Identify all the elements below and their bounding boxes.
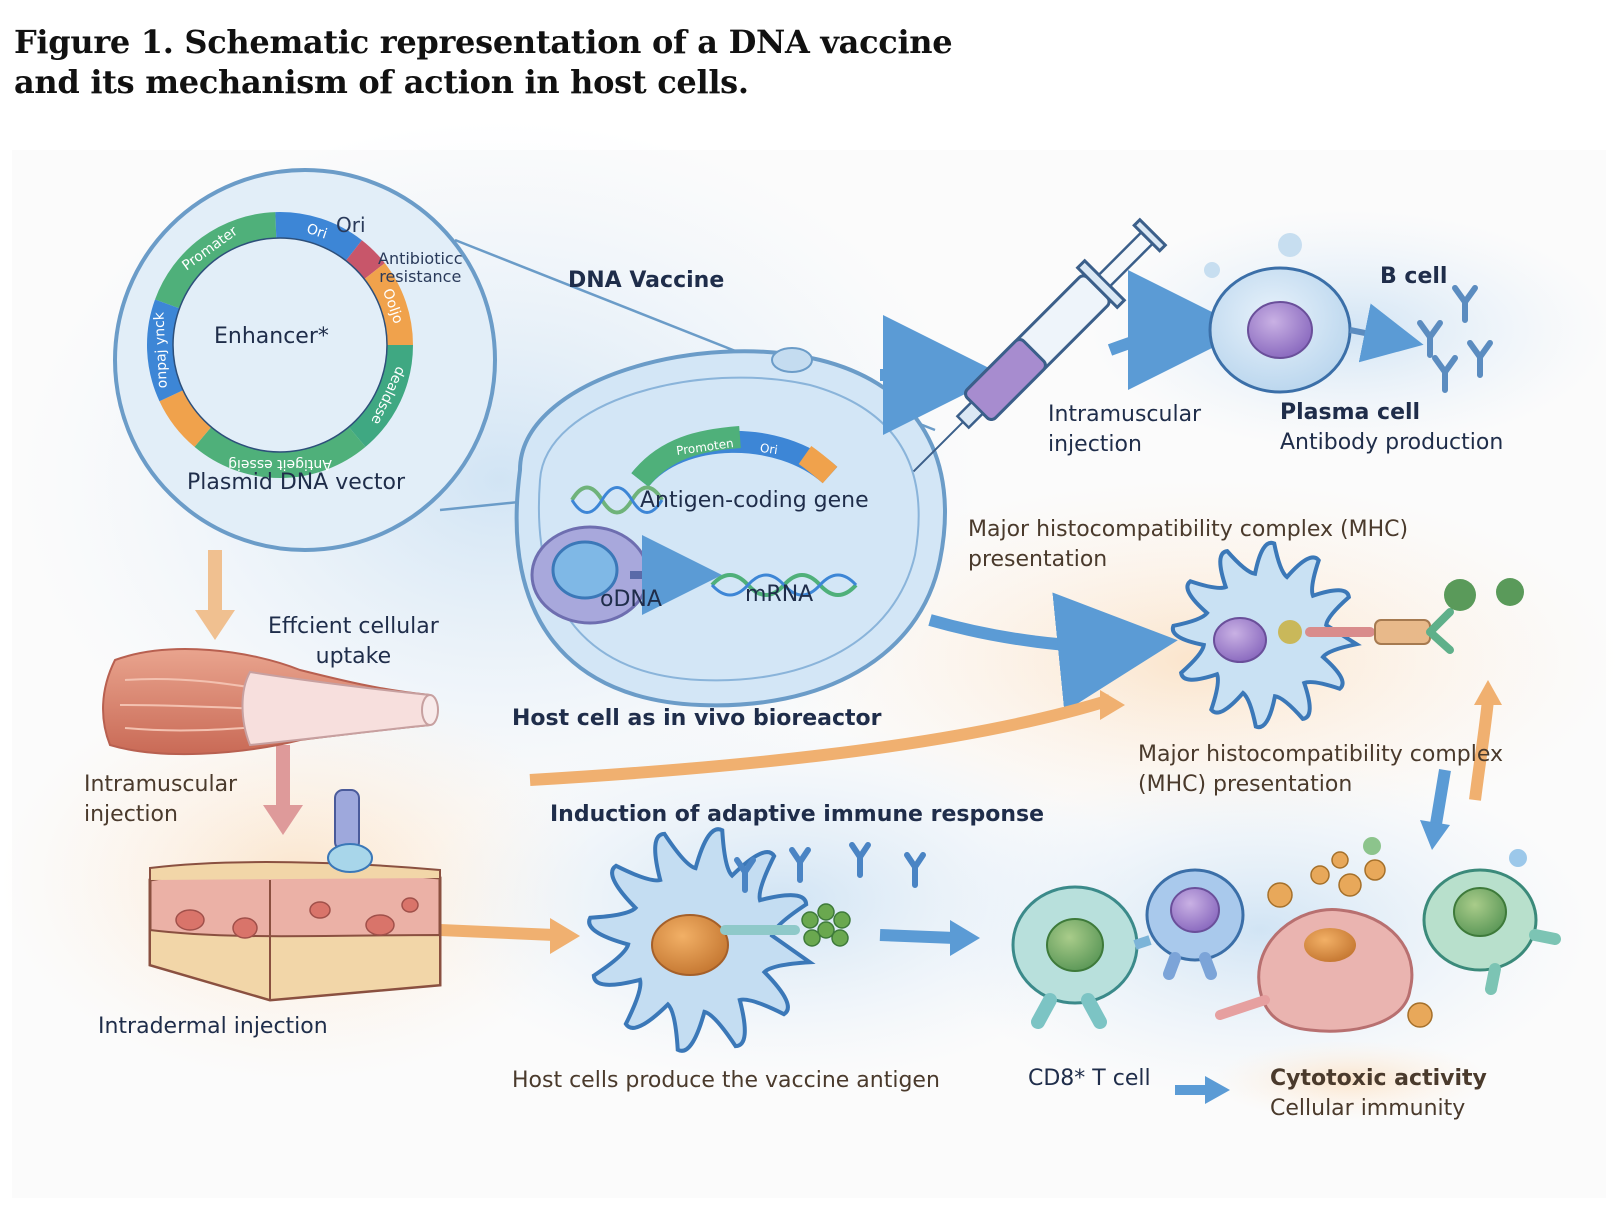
flow-arrows: [195, 270, 1502, 1104]
syringe-line-2: injection: [1048, 432, 1142, 457]
left-im-line-2: injection: [84, 802, 178, 827]
plasmid-segment: [348, 344, 413, 447]
caption-line-2: and its mechanism of action in host cell…: [14, 63, 749, 101]
plasmid-inner-outline: [172, 237, 388, 453]
syringe-line-1: Intramuscular: [1048, 402, 1202, 427]
antigen-production-label: Host cells produce the vaccine antigen: [512, 1068, 940, 1093]
cytotoxic-outcome-label: Cytotoxic activity Cellular immunity: [1270, 1064, 1487, 1124]
mhc-bottom-line-1: Major histocompatibility complex: [1138, 742, 1504, 767]
plasmid-segment-label: Ori: [304, 221, 329, 243]
plasma-line-2: Antibody production: [1280, 430, 1504, 455]
plasmid-segment-label: Antigeit esseig: [228, 456, 332, 472]
plasmid-segment: [345, 240, 385, 280]
uptake-line-2: uptake: [315, 644, 392, 669]
plasma-line-1: Plasma cell: [1280, 400, 1421, 425]
plasmid-center-label: Enhancer*: [214, 324, 329, 349]
mrna-label: mRNA: [745, 582, 814, 607]
adaptive-response-title: Induction of adaptive immune response: [550, 802, 1045, 827]
gene-segment-ori: Ori: [759, 440, 779, 458]
cd8-t-cell-label: CD8* T cell: [1028, 1066, 1151, 1091]
antibody-icons: [734, 842, 926, 893]
b-cell-illustration: [1204, 233, 1493, 394]
antibody-icons: [1417, 285, 1493, 393]
host-cell-nucleus: [530, 525, 722, 625]
b-cell-title: B cell: [1380, 264, 1448, 289]
antigen-producing-cell: [587, 827, 926, 1053]
muscle-illustration: [102, 648, 439, 756]
cd8-t-cells: [1011, 868, 1561, 1029]
plasmid-segment: [194, 426, 366, 478]
odna-label: oDNA: [600, 587, 662, 612]
uptake-label: Effcient cellular uptake: [268, 612, 439, 672]
host-cell: [514, 347, 947, 708]
mhc-top-label: Major histocompatibility complex (MHC) p…: [968, 515, 1408, 575]
dna-vaccine-title: DNA Vaccine: [568, 268, 725, 293]
cytotoxic-line-1: Cytotoxic activity: [1270, 1066, 1487, 1091]
cellular-immunity-line: Cellular immunity: [1270, 1096, 1466, 1121]
plasmid-antibiotic-label: Antibioticc resistance: [378, 250, 463, 286]
antibiotic-line-2: resistance: [379, 267, 462, 286]
antigen-gene-strand: [570, 426, 838, 515]
syringe-intramuscular-label: Intramuscular injection: [1048, 400, 1201, 460]
figure-caption: Figure 1. Schematic representation of a …: [14, 22, 953, 102]
caption-line-1: Figure 1. Schematic representation of a …: [14, 23, 953, 61]
uptake-line-1: Effcient cellular: [268, 614, 439, 639]
plasmid-segment: [275, 212, 362, 261]
plasma-cell-label: Plasma cell Antibody production: [1280, 398, 1503, 458]
skin-block-illustration: [148, 789, 442, 1002]
mrna-strand: [710, 573, 858, 597]
plasmid-segment: [364, 263, 413, 346]
plasmid-segment-label: onpaj ynck: [151, 311, 170, 389]
antibiotic-line-1: Antibioticc: [378, 249, 463, 268]
syringe-illustration: [912, 217, 1168, 473]
plasmid-ori-label: Ori: [336, 213, 366, 237]
plasmid-segment: [159, 389, 212, 447]
plasmid-segment: [147, 299, 184, 402]
mhc-top-line-2: presentation: [968, 547, 1108, 572]
left-intramuscular-label: Intramuscular injection: [84, 770, 237, 830]
mhc-bottom-line-2: (MHC) presentation: [1138, 772, 1353, 797]
target-cell-lysis: [1215, 837, 1527, 1033]
dendritic-cell-mhc: [1170, 540, 1524, 730]
antigen-coding-gene-label: Antigen-coding gene: [640, 488, 869, 513]
left-im-line-1: Intramuscular: [84, 772, 238, 797]
plasmid-segment: [155, 212, 277, 309]
mhc-bottom-label: Major histocompatibility complex (MHC) p…: [1138, 740, 1503, 800]
mhc-top-line-1: Major histocompatibility complex (MHC): [968, 517, 1409, 542]
host-cell-bioreactor-label: Host cell as in vivo bioreactor: [512, 706, 882, 731]
intradermal-injection-label: Intradermal injection: [98, 1014, 328, 1039]
plasmid-title: Plasmid DNA vector: [187, 470, 406, 495]
